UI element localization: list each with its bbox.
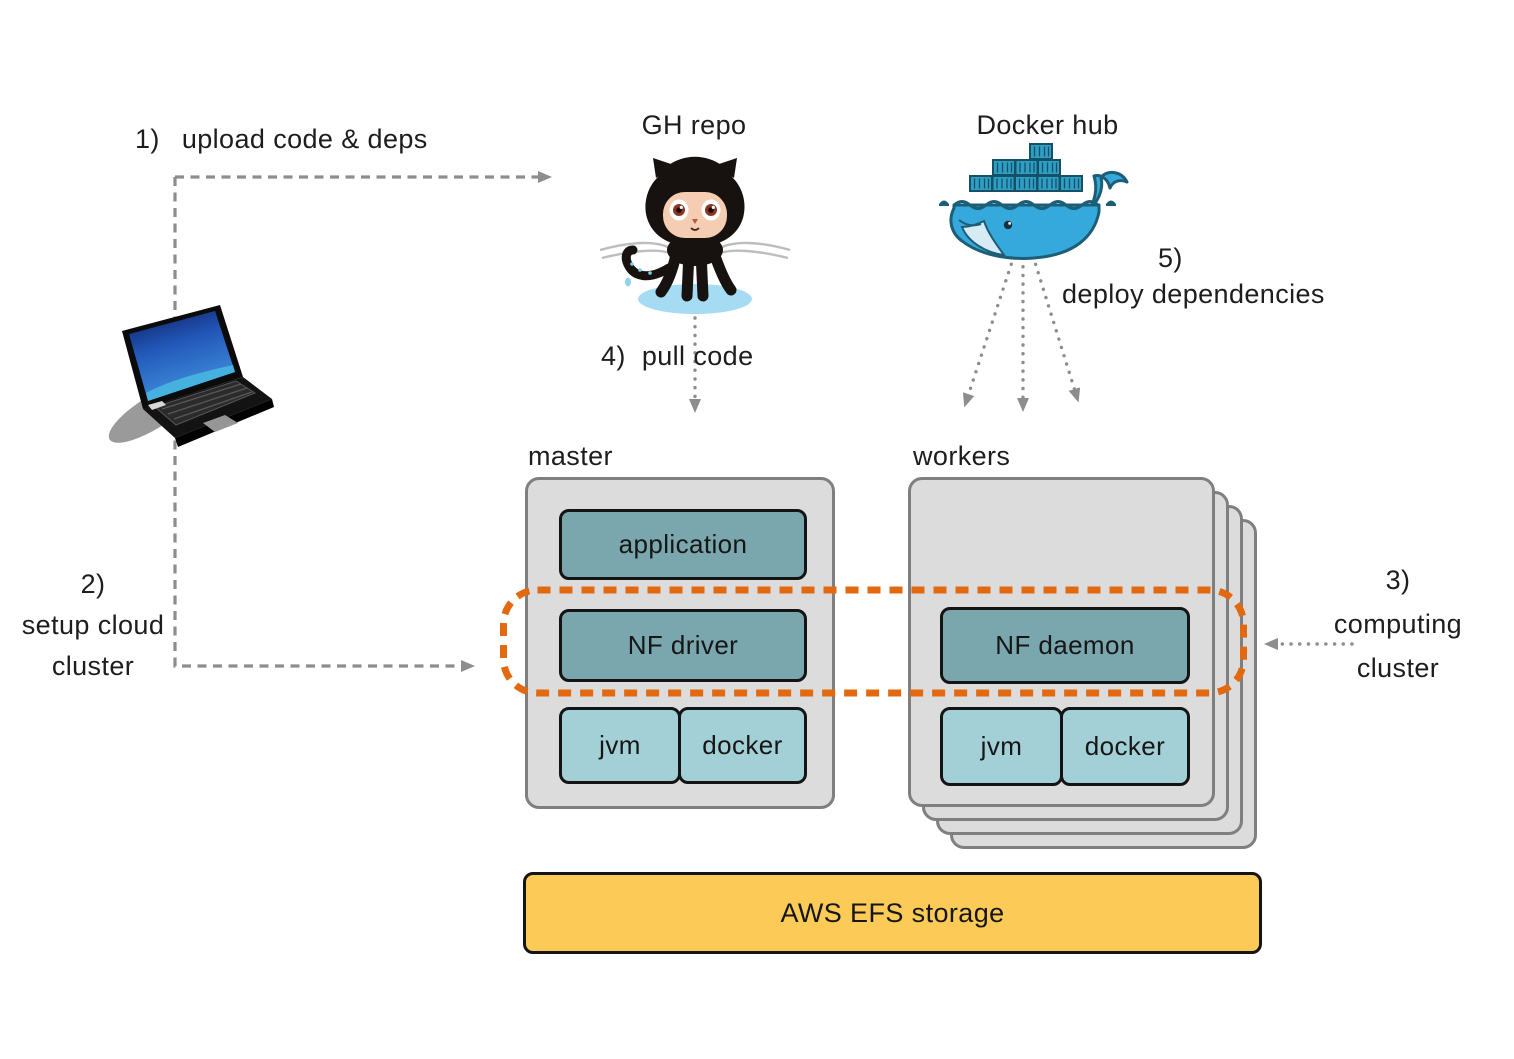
step1-number: 1): [135, 124, 160, 154]
worker-node: NF daemon jvm docker: [908, 477, 1215, 807]
aws-efs-storage-bar: AWS EFS storage: [523, 872, 1262, 954]
step3-label: 3) computing cluster: [1307, 558, 1489, 690]
step2-line1: setup cloud: [21, 610, 165, 640]
workers-title: workers: [913, 441, 1011, 471]
application-chip: application: [559, 509, 807, 580]
master-docker-chip: docker: [678, 707, 807, 784]
docker-hub-label: Docker hub: [976, 110, 1119, 140]
worker-docker-chip: docker: [1060, 707, 1190, 786]
step3-number: 3): [1385, 565, 1411, 595]
step3-line2: cluster: [1356, 653, 1440, 683]
step4-text: pull code: [641, 341, 754, 371]
whale-tail: [1084, 170, 1129, 216]
step1-label: 1) upload code & deps: [135, 124, 428, 155]
master-node: application NF driver jvm docker: [525, 477, 835, 809]
nf-driver-chip: NF driver: [559, 609, 807, 682]
step3-line1: computing: [1333, 609, 1463, 639]
workers-stack: NF daemon jvm docker: [908, 477, 1260, 852]
step5-number: 5): [1158, 243, 1183, 273]
master-title: master: [528, 441, 613, 471]
step2-line2: cluster: [51, 651, 135, 681]
gh-repo-label: GH repo: [641, 110, 747, 140]
master-jvm-chip: jvm: [559, 707, 681, 784]
step2-number: 2): [80, 569, 106, 599]
docker-whale-icon: [939, 143, 1129, 260]
step4-number: 4): [601, 341, 626, 371]
step1-text: upload code & deps: [181, 124, 428, 154]
octocat-icon: [599, 156, 791, 314]
step4-label: 4) pull code: [601, 341, 754, 372]
step2-label: 2) setup cloud cluster: [3, 564, 183, 687]
worker-jvm-chip: jvm: [940, 707, 1063, 786]
step5-text: deploy dependencies: [1062, 279, 1325, 309]
laptop-icon: [108, 305, 274, 447]
nf-daemon-chip: NF daemon: [940, 607, 1190, 684]
arrow-deploy-left: [962, 254, 1016, 408]
arrow-deploy-right: [1031, 254, 1081, 403]
